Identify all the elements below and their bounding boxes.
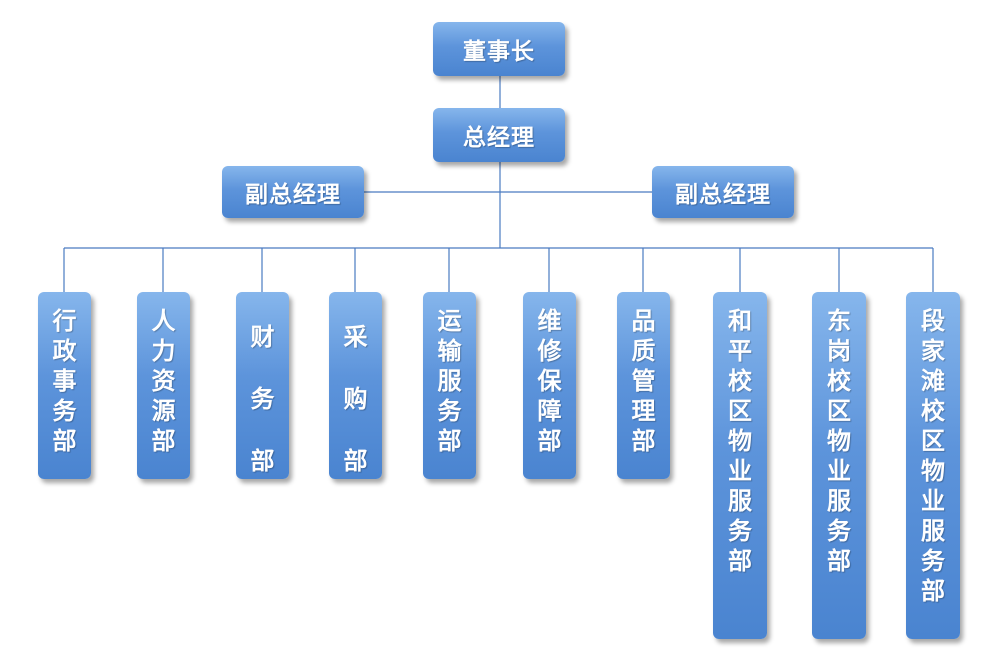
dept-label-6: 品质管理部 (631, 307, 656, 455)
node-general-manager: 总经理 (433, 108, 565, 162)
dept-node-3: 采购部 (329, 292, 382, 479)
dept-node-8: 东岗校区物业服务部 (812, 292, 866, 639)
dept-label-2: 财务部 (250, 323, 275, 475)
node-deputy-right-label: 副总经理 (675, 182, 771, 208)
dept-label-8: 东岗校区物业服务部 (827, 307, 851, 575)
node-deputy-left-label: 副总经理 (245, 182, 341, 208)
dept-node-0: 行政事务部 (38, 292, 91, 479)
dept-label-3: 采购部 (343, 323, 368, 475)
dept-node-5: 维修保障部 (523, 292, 576, 479)
node-chairman-label: 董事长 (463, 39, 535, 65)
dept-label-5: 维修保障部 (537, 307, 562, 455)
dept-label-9: 段家滩校区物业服务部 (921, 307, 945, 605)
node-deputy-left: 副总经理 (222, 166, 364, 218)
dept-label-4: 运输服务部 (437, 307, 462, 455)
dept-node-4: 运输服务部 (423, 292, 476, 479)
dept-node-9: 段家滩校区物业服务部 (906, 292, 960, 639)
dept-label-1: 人力资源部 (151, 307, 176, 455)
dept-label-0: 行政事务部 (52, 307, 77, 455)
dept-label-7: 和平校区物业服务部 (728, 307, 752, 575)
dept-node-7: 和平校区物业服务部 (713, 292, 767, 639)
dept-node-1: 人力资源部 (137, 292, 190, 479)
node-general-manager-label: 总经理 (463, 125, 535, 151)
dept-node-2: 财务部 (236, 292, 289, 479)
node-deputy-right: 副总经理 (652, 166, 794, 218)
node-chairman: 董事长 (433, 22, 565, 76)
dept-node-6: 品质管理部 (617, 292, 670, 479)
